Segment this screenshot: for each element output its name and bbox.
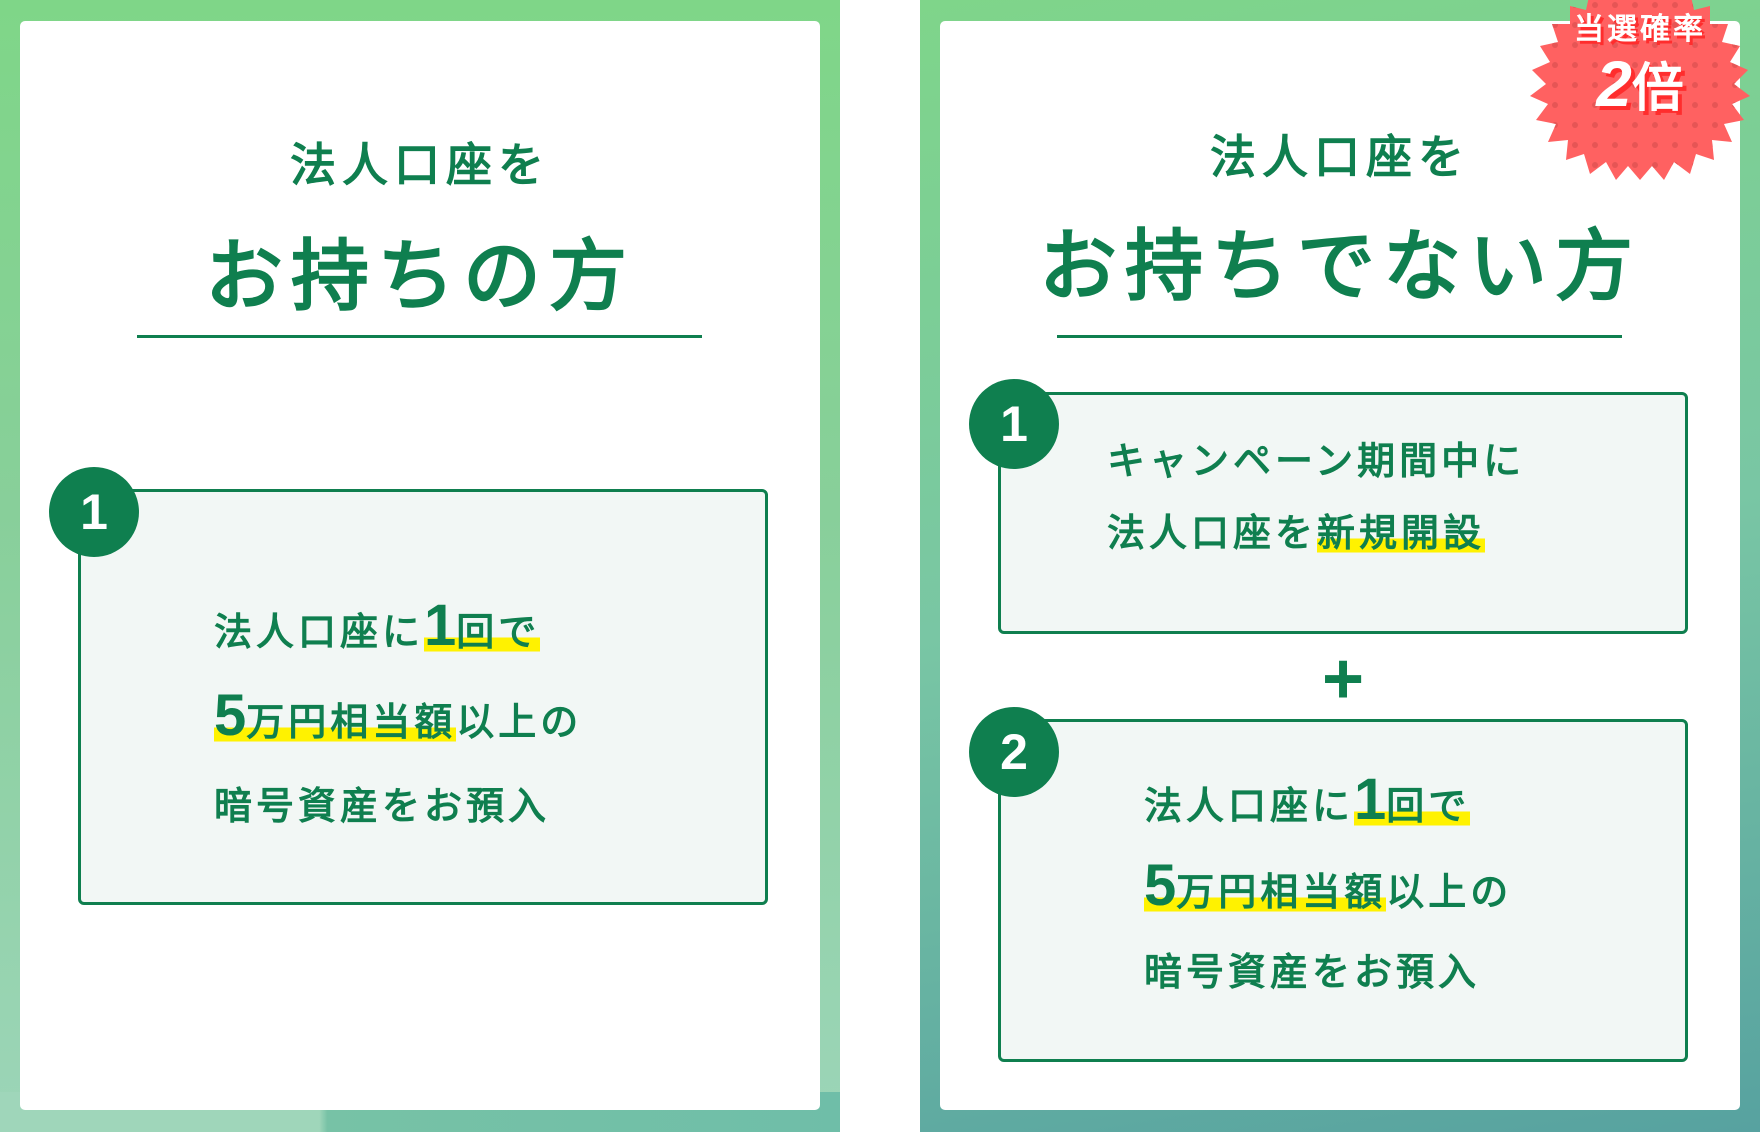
panel-existing-account: 法人口座を お持ちの方 法人口座に1回で 5万円相当額以上の 暗号資産をお預入 … [0,0,840,1132]
badge-value: 2倍 [1596,48,1684,120]
card-no-account: 法人口座を お持ちでない方 キャンペーン期間中に 法人口座を新規開設 1 + 法… [940,21,1740,1110]
step-text: 法人口座に1回で 5万円相当額以上の 暗号資産をお預入 [1144,760,1512,1012]
step-number-badge-1: 1 [969,379,1059,469]
step-number-badge-2: 2 [969,707,1059,797]
heading-line2: お持ちの方 [204,232,635,322]
heading-divider [137,335,702,338]
heading-line1: 法人口座を [1210,130,1470,184]
step-line-1: 法人口座に1回で [1144,767,1471,832]
step-box-1: キャンペーン期間中に 法人口座を新規開設 [998,392,1688,634]
heading-line1: 法人口座を [290,138,550,192]
step-line-3: 暗号資産をお預入 [1144,950,1481,994]
card-existing-account: 法人口座を お持ちの方 法人口座に1回で 5万円相当額以上の 暗号資産をお預入 … [20,21,820,1110]
step-line-3: 暗号資産をお預入 [214,784,551,828]
step-line-1: 法人口座に1回で [214,593,541,658]
panel-no-account: 法人口座を お持ちでない方 キャンペーン期間中に 法人口座を新規開設 1 + 法… [920,0,1760,1132]
step-box-2: 法人口座に1回で 5万円相当額以上の 暗号資産をお預入 [998,719,1688,1062]
step-line-2: 5万円相当額以上の [214,683,583,748]
heading-line2: お持ちでない方 [1038,222,1641,312]
step-line-2: 法人口座を新規開設 [1107,511,1486,555]
plus-connector-icon: + [1321,639,1365,719]
step-text: 法人口座に1回で 5万円相当額以上の 暗号資産をお預入 [214,584,582,848]
step-text: キャンペーン期間中に 法人口座を新規開設 [1107,425,1525,569]
step-number-badge-1: 1 [49,467,139,557]
odds-badge: 当選確率 2倍 [1510,0,1760,180]
step-box-1: 法人口座に1回で 5万円相当額以上の 暗号資産をお預入 [78,489,768,905]
badge-label: 当選確率 [1574,12,1706,47]
starburst-icon [1530,0,1750,180]
step-line-1: キャンペーン期間中に [1107,439,1526,483]
heading-divider [1057,335,1622,338]
step-line-2: 5万円相当額以上の [1144,853,1513,918]
